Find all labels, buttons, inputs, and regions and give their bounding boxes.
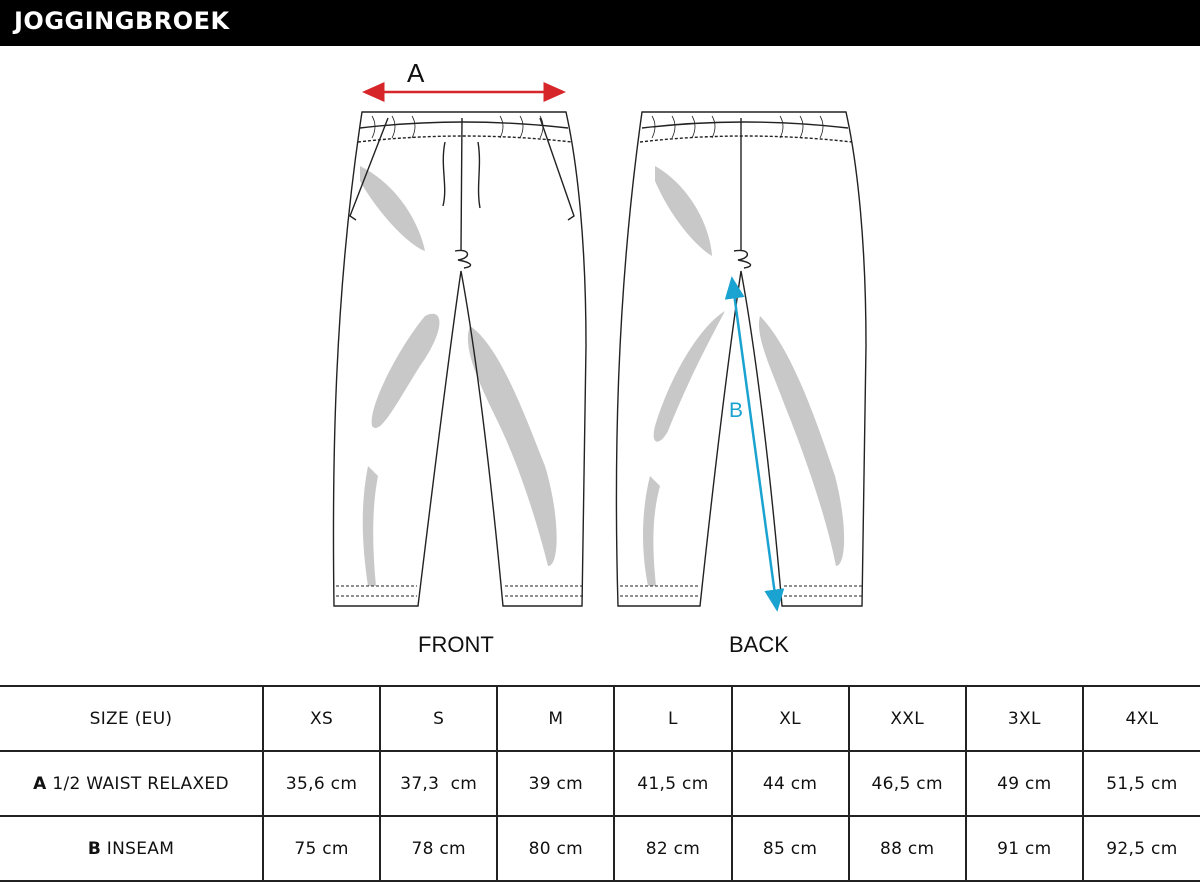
size-table: SIZE (EU) XS S M L XL XXL 3XL 4XL A 1/2 … (0, 685, 1200, 882)
value-cell: 80 cm (496, 815, 616, 882)
value-cell: 44 cm (730, 750, 850, 817)
size-diagram: A B FRONT BACK (0, 46, 1200, 686)
size-cell: 3XL (964, 685, 1084, 752)
title-bar: JOGGINGBROEK (0, 0, 1200, 46)
row-label-text: INSEAM (106, 838, 175, 859)
table-row: A 1/2 WAIST RELAXED 35,6 cm 37,3 cm 39 c… (0, 750, 1200, 817)
size-cell: S (379, 685, 499, 752)
value-cell: 82 cm (613, 815, 733, 882)
value-cell: 85 cm (730, 815, 850, 882)
value-cell: 49 cm (964, 750, 1084, 817)
front-pants-drawing (332, 111, 587, 607)
size-cell: XXL (847, 685, 967, 752)
value-cell: 91 cm (964, 815, 1084, 882)
size-header-cell: SIZE (EU) (0, 685, 264, 752)
value-cell: 51,5 cm (1081, 750, 1200, 817)
size-cell: XS (261, 685, 382, 752)
value-cell: 35,6 cm (261, 750, 382, 817)
row-label-waist: A 1/2 WAIST RELAXED (0, 750, 264, 817)
row-key-letter: A (33, 773, 47, 794)
dimension-b-arrow (724, 276, 785, 612)
value-cell: 39 cm (496, 750, 616, 817)
front-view-label: FRONT (418, 632, 494, 657)
size-cell: M (496, 685, 616, 752)
row-key-letter: B (87, 838, 102, 859)
page-title: JOGGINGBROEK (14, 7, 230, 35)
table-header-row: SIZE (EU) XS S M L XL XXL 3XL 4XL (0, 685, 1200, 752)
value-cell: 41,5 cm (613, 750, 733, 817)
size-cell: L (613, 685, 733, 752)
back-pants-drawing (615, 111, 867, 607)
value-cell: 88 cm (847, 815, 967, 882)
pants-illustration (332, 82, 867, 612)
dimension-a-label: A (407, 58, 425, 88)
row-label-text: 1/2 WAIST RELAXED (52, 773, 229, 794)
size-cell: 4XL (1081, 685, 1200, 752)
size-cell: XL (730, 685, 850, 752)
row-label-inseam: B INSEAM (0, 815, 264, 882)
back-view-label: BACK (729, 632, 789, 657)
value-cell: 37,3 cm (379, 750, 499, 817)
value-cell: 92,5 cm (1081, 815, 1200, 882)
value-cell: 46,5 cm (847, 750, 967, 817)
value-cell: 75 cm (261, 815, 382, 882)
dimension-b-label: B (729, 399, 744, 422)
table-row: B INSEAM 75 cm 78 cm 80 cm 82 cm 85 cm 8… (0, 815, 1200, 882)
value-cell: 78 cm (379, 815, 499, 882)
